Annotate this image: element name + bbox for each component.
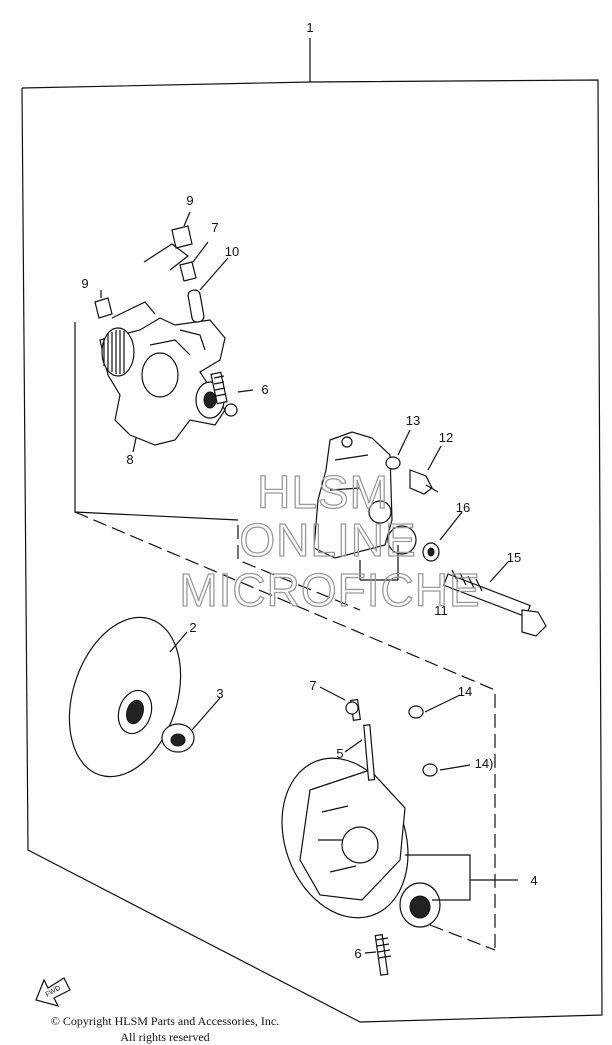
callout-14a: 14	[458, 684, 472, 699]
callout-2: 2	[189, 620, 196, 635]
callout-6b: 6	[354, 946, 361, 961]
copyright-line2: All rights reserved	[120, 1030, 210, 1044]
leader-lines	[74, 211, 518, 954]
callout-labels: 1 9 7 10 9 6 8 13 12 16 15 11 2 7 3 14 5…	[81, 20, 537, 961]
callout-5: 5	[336, 746, 343, 761]
watermark-line3: MICROFICHE	[179, 564, 480, 616]
callout-11: 11	[434, 603, 448, 618]
assembly-outline	[21, 38, 603, 1023]
callout-6a: 6	[261, 382, 268, 397]
callout-16: 16	[456, 500, 470, 515]
callout-10: 10	[225, 244, 239, 259]
callout-9a: 9	[186, 193, 193, 208]
callout-13: 13	[406, 413, 420, 428]
callout-15: 15	[507, 550, 521, 565]
callout-4: 4	[530, 873, 537, 888]
callout-3: 3	[216, 686, 223, 701]
small-fastener-parts	[94, 225, 205, 323]
callout-7a: 7	[211, 220, 218, 235]
callout-9b: 9	[81, 276, 88, 291]
housing-part	[281, 698, 441, 976]
bracket-part	[313, 431, 393, 559]
bolt-washer-parts	[385, 456, 547, 637]
watermark-line2: ONLINE	[239, 514, 416, 566]
collar-part	[161, 723, 195, 753]
callout-12: 12	[439, 430, 453, 445]
callout-7b: 7	[309, 678, 316, 693]
callout-8: 8	[126, 452, 133, 467]
fwd-arrow-icon: FWD	[35, 977, 71, 1007]
callout-14b: 14)	[475, 756, 494, 771]
sheave-part	[68, 616, 182, 778]
watermark: HLSM ONLINE MICROFICHE	[179, 465, 481, 616]
watermark-line1: HLSM	[257, 466, 389, 518]
spider-assembly-part	[99, 317, 238, 446]
callout-1: 1	[306, 20, 313, 35]
copyright-line1: © Copyright HLSM Parts and Accessories, …	[50, 1014, 280, 1028]
